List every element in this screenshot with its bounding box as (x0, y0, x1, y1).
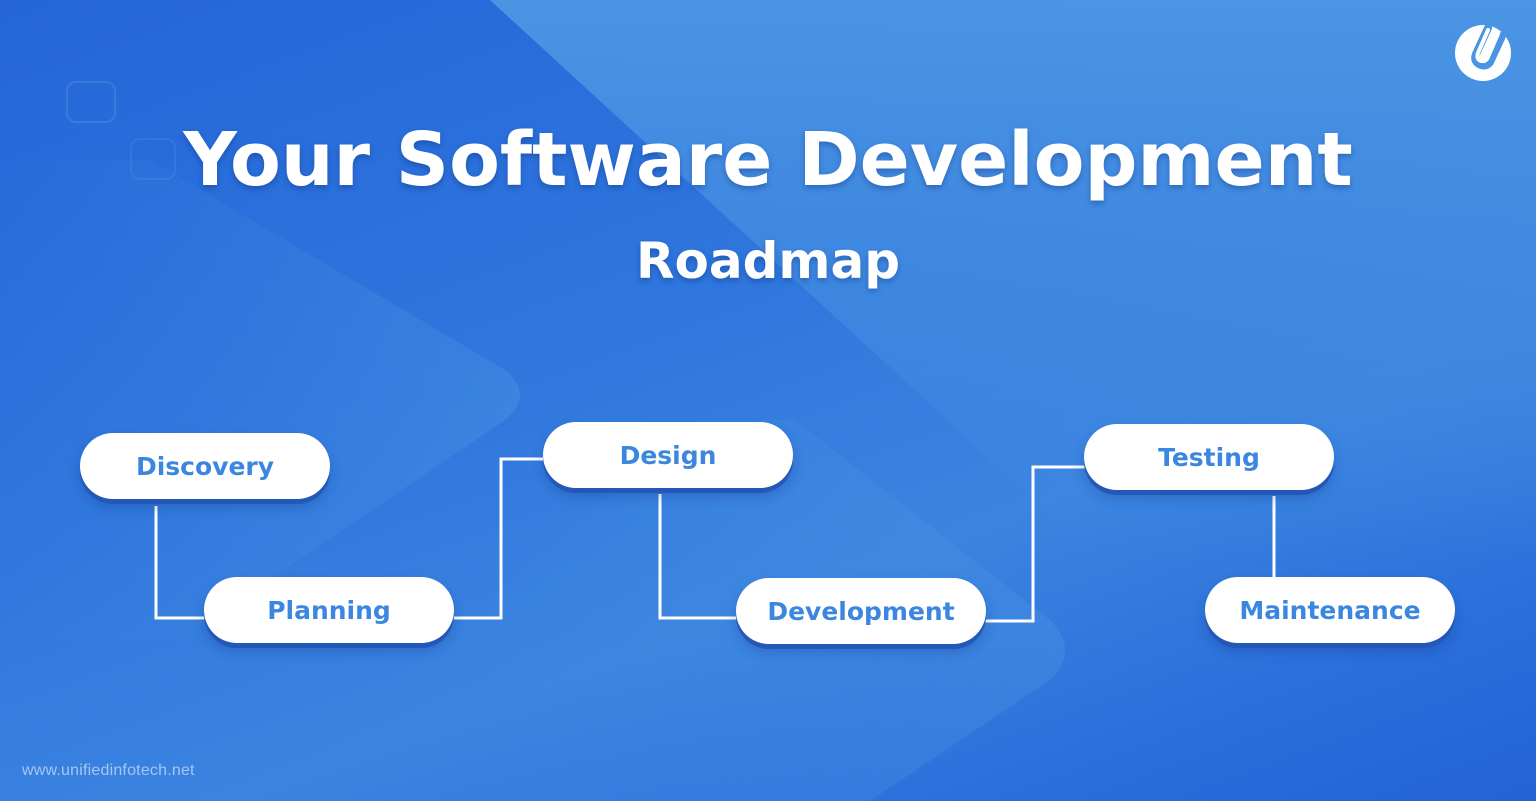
step-label: Design (619, 440, 717, 470)
page-subtitle: Roadmap (635, 232, 900, 290)
roadmap-step-testing[interactable]: Testing (1084, 424, 1334, 490)
step-label: Maintenance (1239, 595, 1421, 625)
connector-discovery-planning (154, 506, 206, 620)
roadmap-step-planning[interactable]: Planning (204, 577, 454, 643)
roadmap-step-design[interactable]: Design (543, 422, 793, 488)
connector-development-testing (985, 465, 1086, 623)
step-label: Discovery (135, 451, 275, 481)
connector-planning-design (452, 457, 544, 620)
step-label: Development (767, 596, 955, 626)
step-label: Testing (1158, 442, 1260, 472)
website-url: www.unifiedinfotech.net (22, 762, 195, 779)
decorative-frame (130, 138, 176, 180)
connector-design-development (658, 494, 738, 620)
page-title: Your Software Development (183, 117, 1353, 203)
unified-infotech-logo-icon (1455, 24, 1511, 81)
decorative-frame (66, 81, 116, 123)
step-label: Planning (267, 595, 391, 625)
roadmap-step-development[interactable]: Development (736, 578, 986, 644)
roadmap-step-maintenance[interactable]: Maintenance (1205, 577, 1455, 643)
roadmap-step-discovery[interactable]: Discovery (80, 433, 330, 499)
